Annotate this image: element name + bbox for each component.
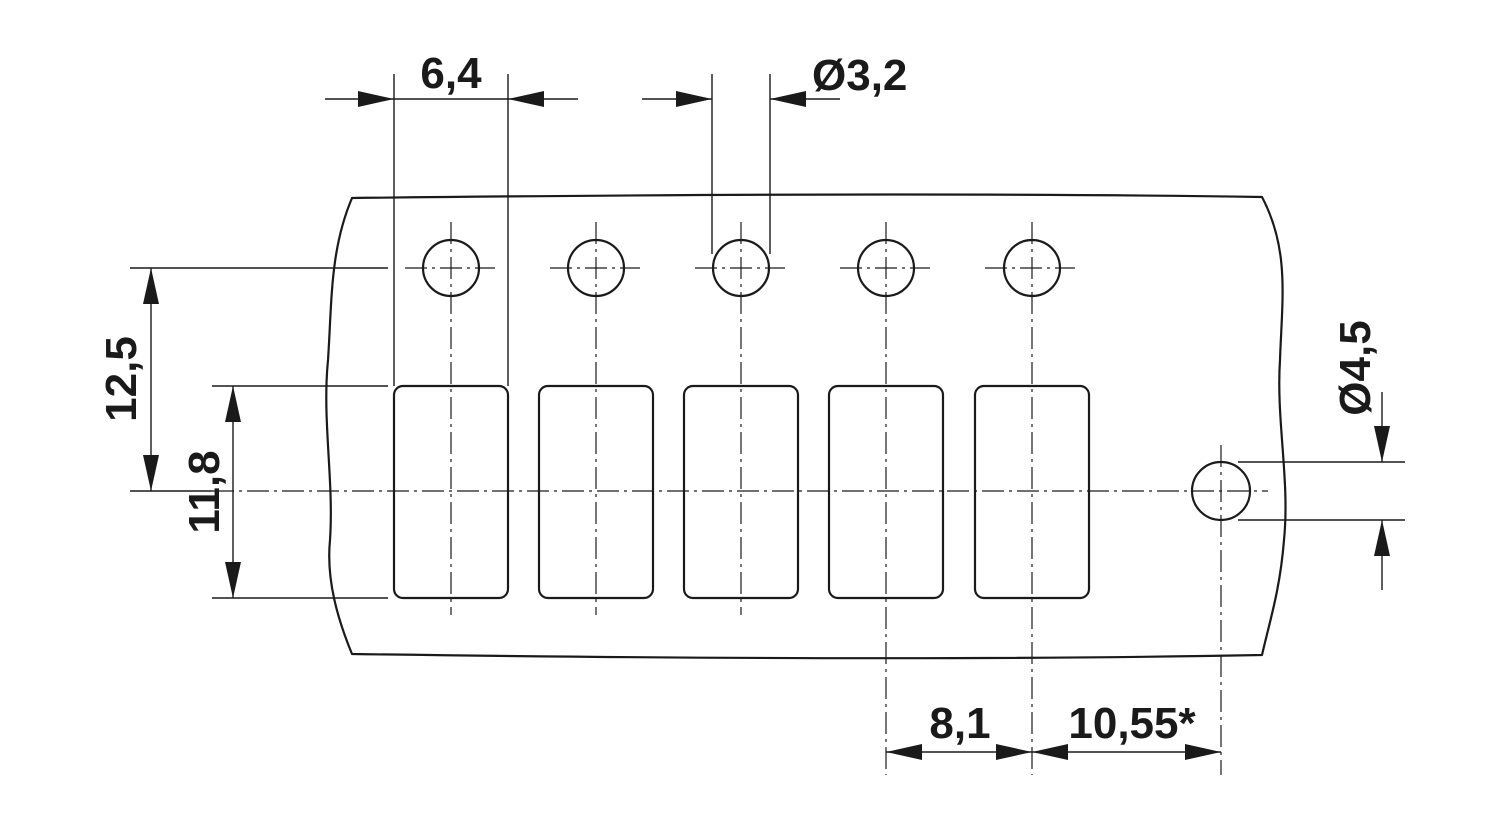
dim-row-offset: 12,5 <box>97 267 388 492</box>
dim-slot-height-label: 11,8 <box>180 450 229 533</box>
board-outline <box>325 193 1287 660</box>
dim-edge-offset: 10,55* <box>1032 699 1221 760</box>
small-hole-3 <box>711 238 771 298</box>
dim-pitch-label: 8,1 <box>929 699 990 748</box>
dim-small-hole-label: Ø3,2 <box>812 51 907 100</box>
dim-small-hole: Ø3,2 <box>642 51 907 254</box>
dim-row-offset-label: 12,5 <box>97 336 146 422</box>
slot-5 <box>973 384 1091 600</box>
small-hole-5 <box>1002 238 1062 298</box>
dim-slot-width-label: 6,4 <box>420 49 482 98</box>
dim-slot-width: 6,4 <box>325 49 578 386</box>
dim-edge-offset-label: 10,55* <box>1068 699 1196 748</box>
dim-slot-height: 11,8 <box>180 385 388 599</box>
small-hole-2 <box>566 238 626 298</box>
slot-4 <box>827 384 945 600</box>
small-hole-4 <box>856 238 916 298</box>
dim-pitch: 8,1 <box>886 699 1032 760</box>
slot-3 <box>682 384 800 600</box>
mount-hole <box>1190 460 1252 522</box>
slot-1 <box>392 384 510 600</box>
small-hole-1 <box>421 238 481 298</box>
dim-mount-hole-label: Ø4,5 <box>1331 320 1380 415</box>
slot-2 <box>537 384 655 600</box>
dim-mount-hole: Ø4,5 <box>1238 320 1405 590</box>
